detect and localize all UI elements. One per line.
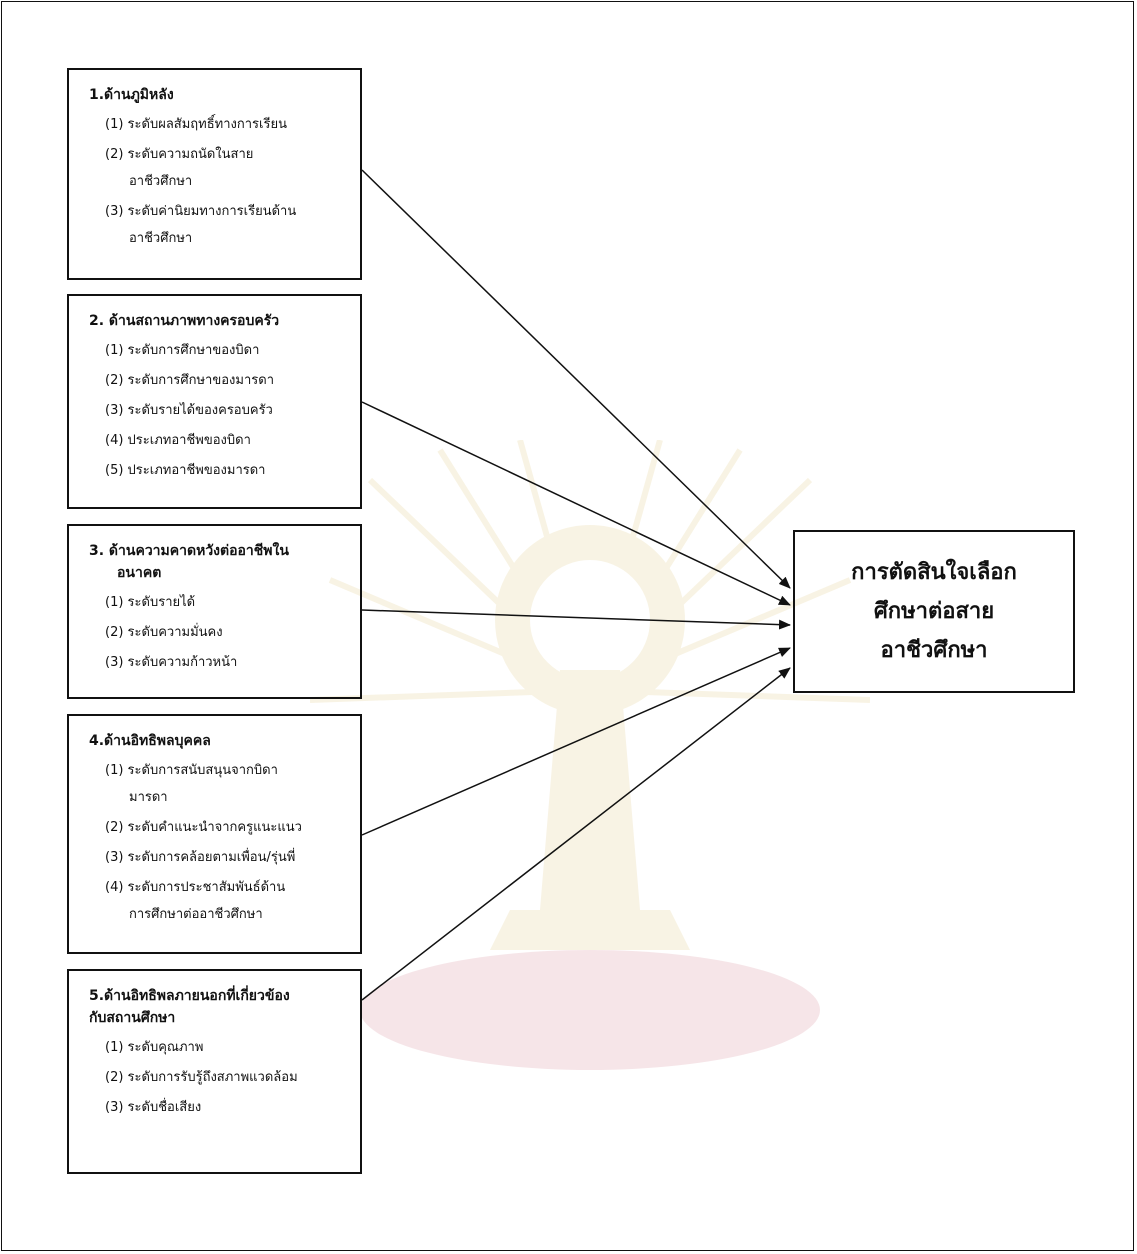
factor-item: (3) ระดับการคล้อยตามเพื่อน/รุ่นพี่	[105, 850, 296, 865]
factor-item: (2) ระดับคำแนะนำจากครูแนะแนว	[105, 820, 302, 835]
factor-item: (2) ระดับการศึกษาของมารดา	[105, 373, 274, 388]
factor-item: (3) ระดับความก้าวหน้า	[105, 655, 238, 670]
arrow-2	[361, 401, 791, 606]
factor-item-continuation: การศึกษาต่ออาชีวศึกษา	[129, 907, 263, 922]
factor-item: (4) ประเภทอาชีพของบิดา	[105, 433, 251, 448]
factor-item: (5) ประเภทอาชีพของมารดา	[105, 463, 266, 478]
factor-item-continuation: อาชีวศึกษา	[129, 231, 193, 246]
factor-heading-line2: กับสถานศึกษา	[89, 1010, 176, 1026]
factor-box-family-status: 2. ด้านสถานภาพทางครอบครัว (1) ระดับการศึ…	[67, 294, 362, 509]
arrow-3	[361, 609, 791, 630]
factor-heading: 5.ด้านอิทธิพลภายนอกที่เกี่ยวข้อง	[89, 988, 290, 1004]
factor-item: (2) ระดับการรับรู้ถึงสภาพแวดล้อม	[105, 1070, 298, 1085]
factor-box-external-influence: 5.ด้านอิทธิพลภายนอกที่เกี่ยวข้อง กับสถาน…	[67, 969, 362, 1174]
factor-item-continuation: มารดา	[129, 790, 168, 805]
factor-item: (1) ระดับคุณภาพ	[105, 1040, 204, 1055]
target-line: ศึกษาต่อสาย	[873, 599, 995, 624]
factor-item: (1) ระดับผลสัมฤทธิ์ทางการเรียน	[105, 117, 287, 132]
factor-item-continuation: อาชีวศึกษา	[129, 174, 193, 189]
factor-box-personal-influence: 4.ด้านอิทธิพลบุคคล (1) ระดับการสนับสนุนจ…	[67, 714, 362, 954]
factor-item: (3) ระดับรายได้ของครอบครัว	[105, 403, 273, 418]
factor-item: (3) ระดับชื่อเสียง	[105, 1100, 202, 1115]
factor-heading: 1.ด้านภูมิหลัง	[89, 87, 174, 103]
factor-item: (3) ระดับค่านิยมทางการเรียนด้าน	[105, 204, 297, 219]
factor-heading: 3. ด้านความคาดหวังต่ออาชีพใน	[89, 543, 289, 559]
arrow-5	[361, 667, 791, 1001]
factor-item: (1) ระดับการศึกษาของบิดา	[105, 343, 260, 358]
factor-item: (2) ระดับความมั่นคง	[105, 625, 223, 640]
factor-box-background: 1.ด้านภูมิหลัง (1) ระดับผลสัมฤทธิ์ทางการ…	[67, 68, 362, 280]
emblem-watermark-icon	[310, 440, 870, 1070]
factor-item: (4) ระดับการประชาสัมพันธ์ด้าน	[105, 880, 286, 895]
factor-box-career-expectation: 3. ด้านความคาดหวังต่ออาชีพใน อนาคต (1) ร…	[67, 524, 362, 699]
factor-item: (1) ระดับรายได้	[105, 595, 196, 610]
factor-heading: 2. ด้านสถานภาพทางครอบครัว	[89, 313, 280, 329]
target-line: การตัดสินใจเลือก	[851, 560, 1017, 585]
factor-heading: 4.ด้านอิทธิพลบุคคล	[89, 733, 211, 749]
factor-heading-continuation: อนาคต	[117, 565, 162, 581]
target-line: อาชีวศึกษา	[880, 638, 988, 663]
arrow-1	[361, 169, 791, 589]
factor-item: (1) ระดับการสนับสนุนจากบิดา	[105, 763, 278, 778]
decision-target-box: การตัดสินใจเลือก ศึกษาต่อสาย อาชีวศึกษา	[793, 530, 1075, 693]
factor-item: (2) ระดับความถนัดในสาย	[105, 147, 254, 162]
arrow-4	[361, 647, 791, 836]
